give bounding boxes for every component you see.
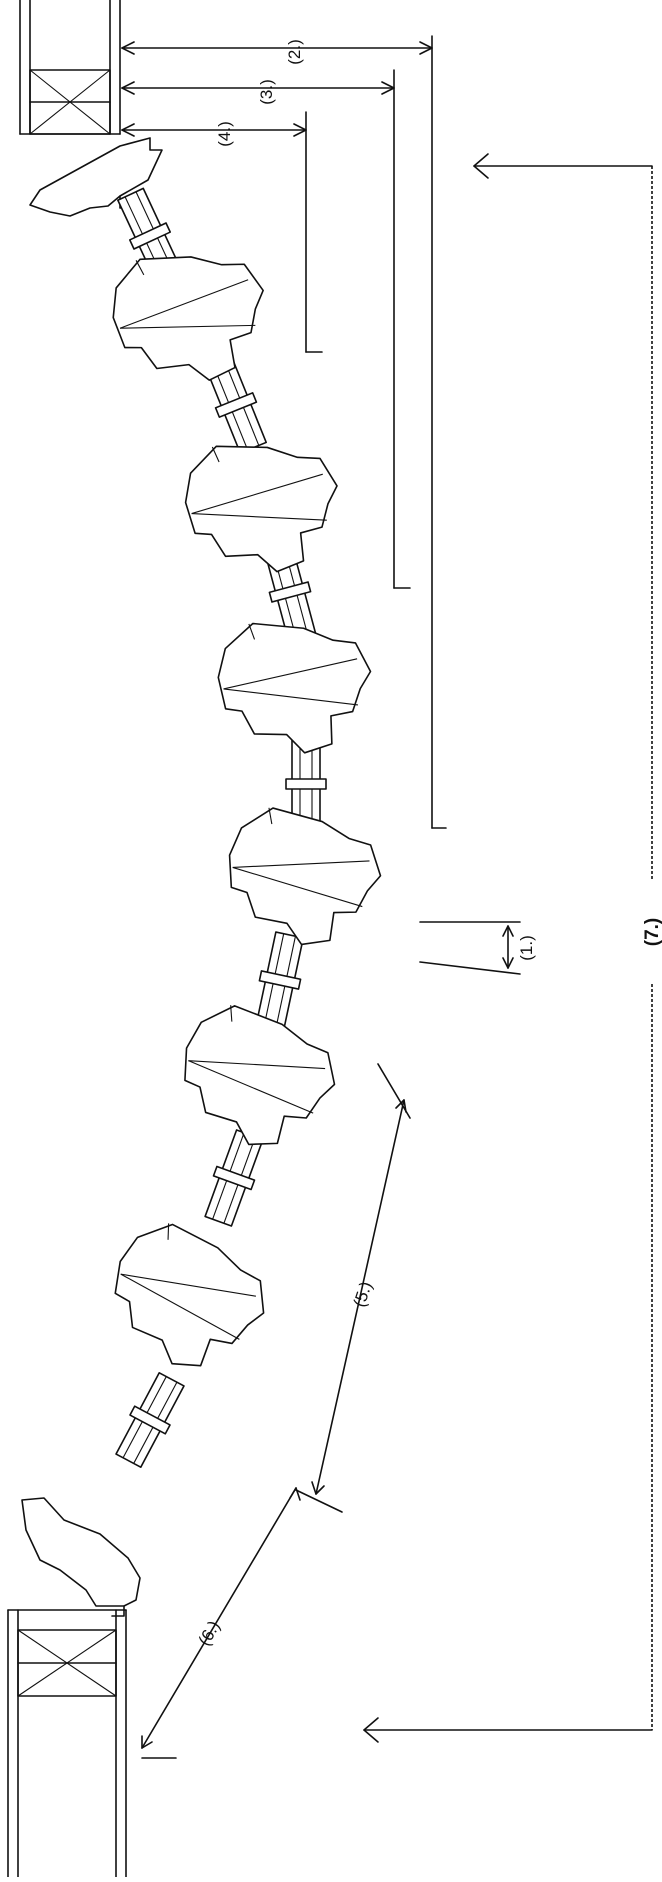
label-dimension-4: (4.) <box>215 121 234 147</box>
bracket-5 <box>171 998 346 1159</box>
bracket-6 <box>96 1212 281 1385</box>
dimension-5: (5.) <box>295 1063 411 1513</box>
dimension-6: (6.) <box>141 1487 301 1759</box>
bracket-3 <box>212 611 380 762</box>
top-wall-post <box>19 0 121 135</box>
label-dimension-6: (6.) <box>195 1617 224 1649</box>
shaft-5 <box>250 930 310 1030</box>
dimension-2: (2.) <box>121 35 447 829</box>
label-dimension-5: (5.) <box>350 1279 376 1309</box>
label-dimension-3: (3.) <box>257 79 276 105</box>
dimension-3: (3.) <box>121 69 411 589</box>
label-dimension-1: (1.) <box>517 935 536 961</box>
bracket-2 <box>176 426 351 586</box>
dimension-1: (1.) <box>419 921 536 975</box>
bracket-4 <box>222 804 386 951</box>
label-dimension-2: (2.) <box>285 39 304 65</box>
bottom-end-cap <box>21 1497 141 1617</box>
bracket-1 <box>100 231 282 400</box>
label-dimension-7: (7.) <box>642 918 662 947</box>
bottom-wall-post <box>7 1609 127 1878</box>
shaft-7 <box>109 1369 191 1471</box>
dimension-4: (4.) <box>121 111 323 353</box>
dimension-7: (7.) <box>363 153 662 1743</box>
